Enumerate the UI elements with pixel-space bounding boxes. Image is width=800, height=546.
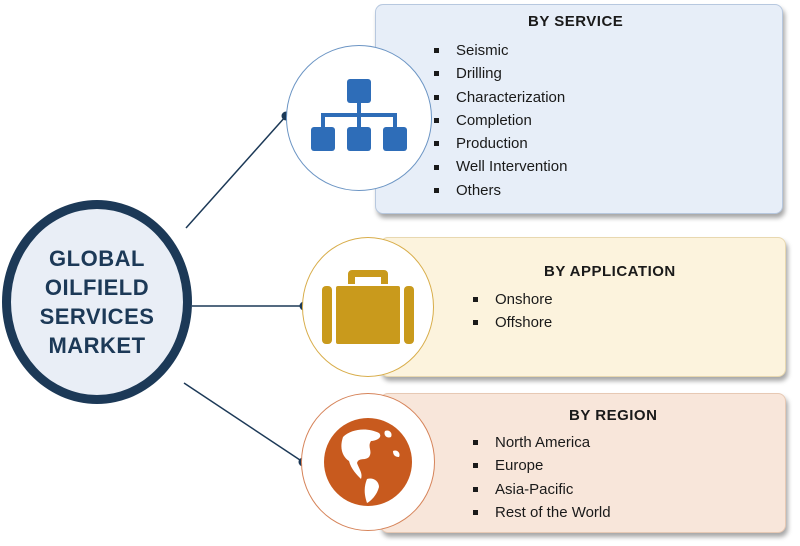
bullet-icon bbox=[434, 118, 439, 124]
list-item-label: Europe bbox=[495, 457, 544, 475]
bullet-icon bbox=[473, 510, 478, 516]
bullet-icon bbox=[434, 71, 439, 77]
service-panel: BY SERVICE Seismic Drilling Characteriza… bbox=[375, 4, 783, 214]
connector-region bbox=[183, 382, 304, 463]
list-item-label: Offshore bbox=[495, 314, 553, 332]
list-item: Production bbox=[434, 132, 567, 155]
service-heading: BY SERVICE bbox=[528, 13, 624, 30]
list-item-label: Seismic bbox=[456, 42, 509, 59]
region-list: North America Europe Asia-Pacific Rest o… bbox=[473, 431, 611, 524]
connector-service bbox=[185, 115, 287, 229]
bullet-icon bbox=[434, 94, 439, 100]
list-item-label: Well Intervention bbox=[456, 158, 568, 176]
hierarchy-icon bbox=[311, 79, 407, 151]
application-icon-ring bbox=[302, 237, 434, 377]
bullet-icon bbox=[434, 164, 439, 170]
list-item-label: Rest of the World bbox=[495, 503, 611, 521]
bullet-icon bbox=[473, 463, 478, 469]
list-item: Europe bbox=[473, 454, 611, 477]
service-list: Seismic Drilling Characterization Comple… bbox=[434, 39, 567, 202]
list-item-label: North America bbox=[495, 434, 591, 451]
list-item: North America bbox=[473, 431, 611, 454]
list-item: Asia-Pacific bbox=[473, 478, 611, 501]
list-item-label: Others bbox=[456, 181, 502, 199]
application-list: Onshore Offshore bbox=[473, 288, 553, 335]
region-heading: BY REGION bbox=[569, 407, 658, 424]
list-item: Characterization bbox=[434, 86, 567, 109]
bullet-icon bbox=[434, 141, 439, 147]
region-panel: BY REGION North America Europe Asia-Paci… bbox=[380, 393, 786, 533]
list-item: Offshore bbox=[473, 311, 553, 334]
list-item-label: Completion bbox=[456, 111, 532, 129]
hub-title: GLOBAL OILFIELD SERVICES MARKET bbox=[39, 246, 155, 358]
briefcase-icon bbox=[322, 270, 414, 344]
application-heading: BY APPLICATION bbox=[544, 263, 676, 280]
list-item-label: Onshore bbox=[495, 291, 553, 308]
list-item: Onshore bbox=[473, 288, 553, 311]
globe-icon bbox=[324, 418, 412, 506]
bullet-icon bbox=[473, 297, 478, 303]
list-item: Others bbox=[434, 179, 567, 202]
region-icon-ring bbox=[301, 393, 435, 531]
market-hub: GLOBAL OILFIELD SERVICES MARKET bbox=[2, 200, 192, 404]
list-item-label: Production bbox=[456, 135, 528, 153]
service-icon-ring bbox=[286, 45, 432, 191]
bullet-icon bbox=[473, 486, 478, 492]
list-item: Seismic bbox=[434, 39, 567, 62]
list-item-label: Drilling bbox=[456, 65, 502, 83]
bullet-icon bbox=[434, 48, 439, 54]
list-item-label: Asia-Pacific bbox=[495, 480, 574, 498]
list-item-label: Characterization bbox=[456, 88, 566, 106]
list-item: Drilling bbox=[434, 62, 567, 85]
bullet-icon bbox=[473, 440, 478, 446]
list-item: Rest of the World bbox=[473, 501, 611, 524]
bullet-icon bbox=[434, 187, 439, 193]
list-item: Completion bbox=[434, 109, 567, 132]
bullet-icon bbox=[473, 320, 478, 326]
application-panel: BY APPLICATION Onshore Offshore bbox=[380, 237, 786, 377]
list-item: Well Intervention bbox=[434, 155, 567, 178]
